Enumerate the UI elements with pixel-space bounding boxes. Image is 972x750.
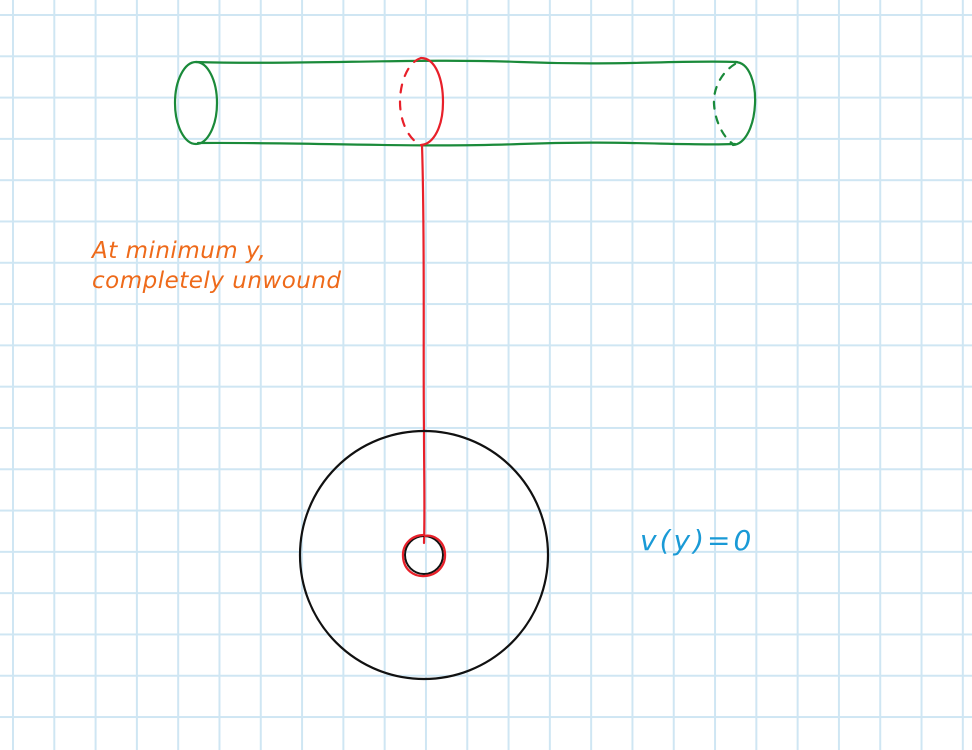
velocity-equation: v(y)=0 <box>640 524 755 557</box>
string-loop-front <box>419 56 445 147</box>
yoyo-disk <box>298 429 550 681</box>
string-loop-hidden <box>398 56 423 147</box>
axle-left-end <box>173 60 219 146</box>
string-loop <box>398 56 445 147</box>
axle-cylinder <box>173 59 757 147</box>
hub-string-wrap <box>401 533 447 578</box>
unwound-label-line1: At minimum y, <box>92 238 267 264</box>
unwound-label: At minimum y, completely unwound <box>92 236 342 296</box>
string <box>420 143 426 545</box>
axle-right-end-hidden <box>712 62 737 146</box>
axle-right-end-front <box>731 60 757 147</box>
axle-bottom-edge <box>196 141 737 147</box>
axle-top-edge <box>194 59 739 65</box>
unwound-label-line2: completely unwound <box>92 268 342 294</box>
